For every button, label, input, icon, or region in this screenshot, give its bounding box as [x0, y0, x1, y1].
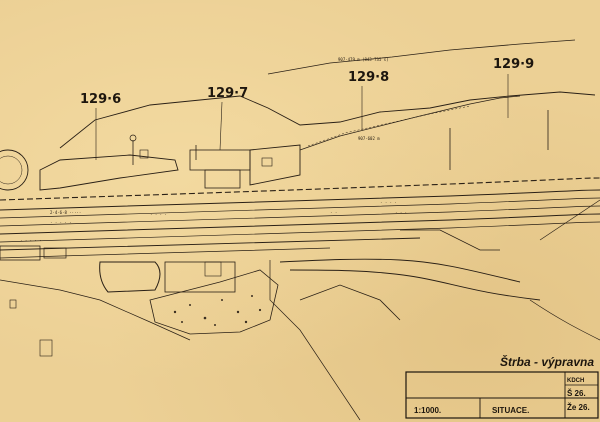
park-area [149, 269, 279, 335]
track-annotations: 2·4·6·8 ····· · · · · · · · · · · · · · … [20, 200, 407, 243]
scale-label: 1:1000. [414, 406, 441, 415]
km-marker-129-8: 129·8 [348, 70, 389, 85]
svg-text:· ·: · · [330, 210, 337, 215]
turntable [0, 149, 29, 191]
lower-perimeter [0, 279, 191, 341]
station-annex [204, 169, 241, 189]
goods-shed [249, 144, 301, 186]
svg-text:· · · ·: · · · · [150, 212, 167, 217]
sheet-type-label: SITUACE. [492, 406, 529, 415]
svg-text:· · ·: · · · [395, 210, 407, 215]
level-note-mid: 907·602 m [358, 136, 380, 141]
ref-ze-label: Že 26. [567, 403, 590, 412]
chainage-tick [219, 101, 223, 151]
loading-ramp [299, 284, 401, 321]
svg-text:· · · · ·: · · · · · [50, 220, 72, 225]
level-note-top: 907·479 m (843·735 s) [338, 57, 389, 62]
small-hut [139, 149, 149, 159]
title-block [405, 371, 599, 419]
upper-boundary-line [267, 39, 576, 75]
turntable-inner [0, 155, 23, 185]
access-road [269, 260, 361, 421]
embankment-line-2 [529, 299, 600, 341]
marker-post [9, 299, 17, 309]
main-tracks [0, 177, 600, 259]
km-marker-129-7: 129·7 [207, 86, 248, 101]
park-vegetation [173, 295, 262, 326]
svg-text:· · · · ·: · · · · · [20, 238, 42, 243]
ramp-edge [400, 229, 500, 251]
station-name-title: Štrba - výpravna [500, 354, 594, 369]
station-building [189, 149, 251, 171]
shed-room [261, 157, 273, 167]
lower-left-hut [43, 247, 67, 259]
km-marker-129-9: 129·9 [493, 57, 534, 72]
lower-left-building [0, 245, 41, 261]
lower-hut [204, 261, 222, 277]
hillside-contour [59, 91, 596, 149]
loop-pond [99, 261, 161, 293]
cut-slope-line [299, 95, 521, 151]
platform-building-upper [39, 154, 179, 191]
signal-posts [129, 110, 549, 170]
svg-text:2·4·6·8 ·····: 2·4·6·8 ····· [50, 210, 81, 215]
ref-top-label: KDCH [567, 378, 584, 384]
lower-platform-building [164, 261, 236, 293]
small-structure [39, 339, 53, 357]
svg-text:· · · ·: · · · · [380, 200, 397, 205]
embankment-line [539, 199, 600, 241]
ref-s-label: Š 26. [567, 389, 586, 398]
slope-hatch [307, 105, 471, 147]
siding-curve-1 [279, 258, 521, 283]
siding-curve-2 [289, 269, 541, 301]
km-marker-129-6: 129·6 [80, 92, 121, 107]
